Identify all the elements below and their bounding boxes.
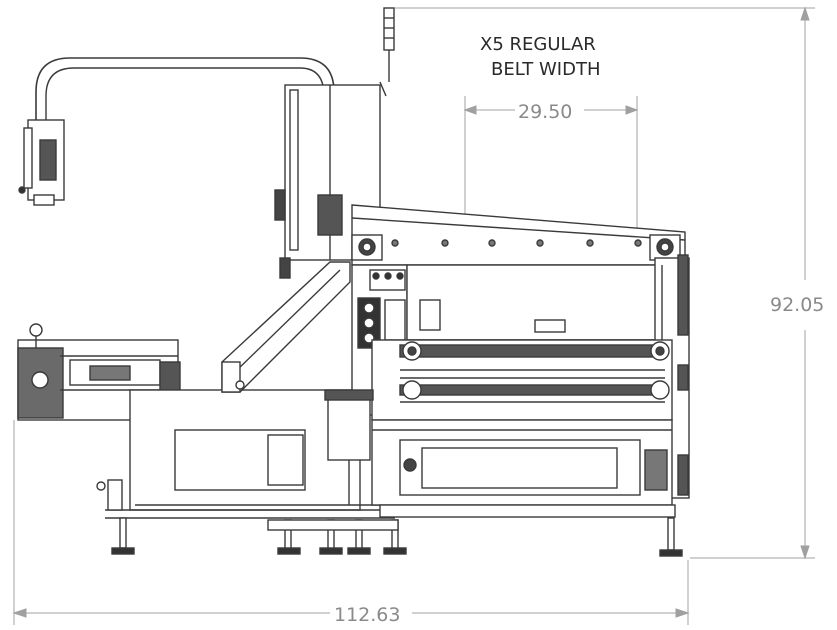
base-frame xyxy=(96,389,395,519)
machine xyxy=(17,7,690,557)
lower-cabinet xyxy=(371,419,676,518)
length-dimension-label: 112.63 xyxy=(334,604,400,626)
title-line-1: X5 REGULAR xyxy=(480,34,596,55)
belt-rollers xyxy=(371,339,673,421)
belt-width-label: 29.50 xyxy=(518,101,572,123)
height-dimension xyxy=(395,6,815,560)
height-dimension-label: 92.05 xyxy=(770,294,824,316)
leveling-feet xyxy=(111,517,683,557)
side-guard xyxy=(677,254,689,496)
main-head xyxy=(351,204,686,266)
drive-motor xyxy=(324,389,374,505)
incline-conveyor xyxy=(221,261,351,393)
signal-tower xyxy=(379,7,395,97)
title-line-2: BELT WIDTH xyxy=(491,59,601,80)
control-pendant xyxy=(18,119,65,206)
length-dimension xyxy=(12,420,690,625)
